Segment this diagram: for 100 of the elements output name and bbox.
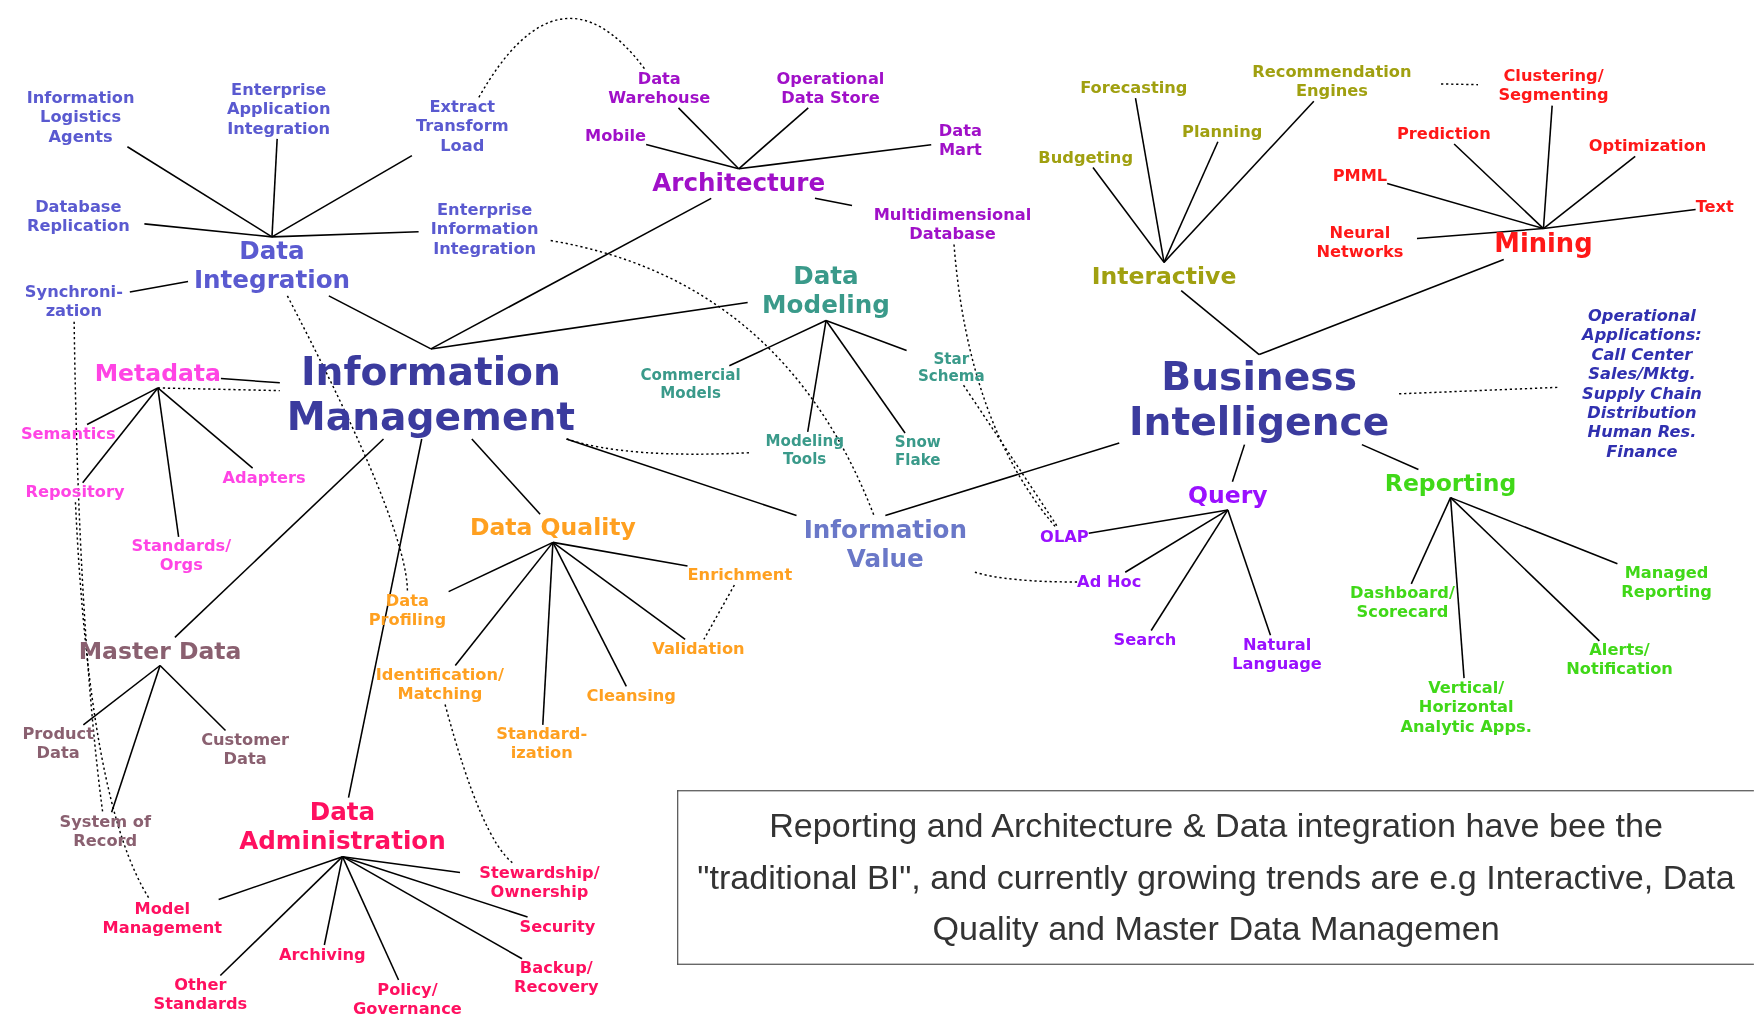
branch-label: Metadata — [94, 359, 221, 388]
list-item: Human Res. — [1586, 422, 1698, 443]
branch-line — [825, 319, 908, 352]
topic-label: Cleansing — [586, 686, 676, 706]
topic-label: Model Management — [83, 899, 241, 939]
topic-label: Multidimensional Database — [848, 205, 1056, 245]
topic-label: Operational Data Store — [758, 68, 903, 108]
topic-label: Adapters — [222, 468, 306, 488]
topic-label: Validation — [652, 639, 745, 659]
note-box — [677, 790, 1754, 965]
branch-line — [129, 280, 189, 293]
topic-label: Vertical/ Horizontal Analytic Apps. — [1382, 678, 1551, 737]
dotted-link — [1398, 386, 1559, 395]
branch-line — [430, 197, 712, 350]
topic-label: Security — [519, 917, 596, 937]
branch-line — [1092, 166, 1165, 264]
branch-line — [1087, 509, 1229, 534]
branch-line — [341, 855, 400, 981]
topic-label: Mobile — [585, 126, 647, 147]
branch-label: Data Administration — [227, 797, 458, 857]
topic-label: Ad Hoc — [1077, 572, 1142, 592]
branch-line — [271, 138, 278, 238]
topic-label: Modeling Tools — [749, 431, 860, 469]
central-topic: Business Intelligence — [1119, 354, 1400, 445]
dotted-link — [444, 703, 515, 865]
branch-line — [677, 107, 740, 170]
branch-line — [219, 855, 344, 977]
branch-line — [1124, 509, 1229, 574]
topic-label: Data Warehouse — [603, 68, 716, 108]
branch-line — [1386, 182, 1545, 230]
topic-label: Clustering/ Segmenting — [1478, 66, 1630, 106]
topic-label: Enterprise Application Integration — [212, 80, 345, 139]
dotted-link — [478, 17, 646, 98]
topic-label: Planning — [1182, 122, 1263, 142]
branch-line — [1227, 509, 1272, 637]
branch-line — [126, 145, 273, 238]
topic-label: Identification/ Matching — [355, 665, 524, 705]
branch-line — [157, 387, 254, 469]
list-item: Sales/Mktg. — [1587, 364, 1697, 384]
branch-line — [1542, 104, 1553, 230]
branch-line — [552, 541, 628, 688]
branch-label: Query — [1188, 481, 1268, 510]
list-item: Finance — [1605, 442, 1679, 462]
topic-label: Semantics — [20, 424, 116, 444]
topic-label: Standard- ization — [484, 724, 599, 764]
branch-line — [884, 442, 1121, 517]
topic-label: PMML — [1332, 166, 1388, 186]
topic-label: Customer Data — [190, 730, 300, 770]
topic-label: Product Data — [12, 724, 105, 764]
branch-line — [1163, 100, 1315, 264]
topic-label: Enrichment — [687, 565, 793, 586]
branch-line — [542, 541, 554, 726]
list-item: Distribution — [1586, 403, 1698, 423]
branch-label: Reporting — [1384, 469, 1517, 498]
topic-label: Neural Networks — [1302, 223, 1417, 263]
branch-line — [220, 377, 281, 384]
branch-line — [552, 541, 689, 567]
branch-line — [447, 541, 554, 593]
topic-label: Snow Flake — [883, 432, 953, 470]
topic-label: Stewardship/ Ownership — [460, 863, 619, 903]
dotted-link — [1440, 83, 1479, 86]
branch-line — [110, 664, 161, 813]
topic-label: Forecasting — [1080, 78, 1188, 99]
topic-label: Dashboard/ Scorecard — [1334, 583, 1471, 623]
branch-line — [645, 143, 740, 170]
branch-line — [143, 223, 273, 238]
topic-label: Natural Language — [1214, 635, 1340, 675]
topic-label: Other Standards — [137, 975, 264, 1015]
note-text: Reporting and Architecture & Data integration have bee the "traditional BI", and currently growing trends are e.g Interactive, Data Quality and Master Data Managemen — [696, 805, 1736, 949]
branch-line — [1163, 141, 1219, 264]
branch-line — [157, 387, 180, 538]
branch-line — [1542, 208, 1697, 230]
branch-line — [271, 154, 413, 238]
topic-label: Recommendation Engines — [1222, 62, 1442, 102]
topic-label: Star Schema — [906, 349, 997, 386]
branch-line — [86, 387, 159, 426]
branch-line — [347, 438, 423, 799]
branch-line — [271, 230, 420, 238]
branch-line — [737, 143, 932, 170]
dotted-link — [974, 571, 1078, 583]
dotted-link — [962, 384, 1059, 529]
topic-label: Managed Reporting — [1603, 563, 1730, 603]
branch-line — [81, 387, 159, 484]
branch-label: Data Integration — [188, 236, 356, 296]
dotted-link — [73, 320, 104, 813]
branch-line — [82, 664, 161, 726]
topic-label: Prediction — [1397, 124, 1491, 145]
branch-line — [814, 197, 853, 207]
branch-line — [217, 855, 344, 901]
topic-label: Standards/ Orgs — [116, 536, 246, 576]
topic-label: Policy/ Governance — [334, 980, 481, 1019]
topic-label: Text — [1695, 197, 1734, 217]
branch-line — [1453, 143, 1545, 230]
dotted-link — [74, 501, 151, 901]
branch-line — [737, 107, 810, 170]
branch-line — [1180, 289, 1260, 356]
topic-label: Optimization — [1588, 136, 1707, 157]
topic-label: Repository — [25, 482, 125, 503]
branch-label: Interactive — [1091, 262, 1237, 291]
branch-line — [471, 438, 541, 515]
